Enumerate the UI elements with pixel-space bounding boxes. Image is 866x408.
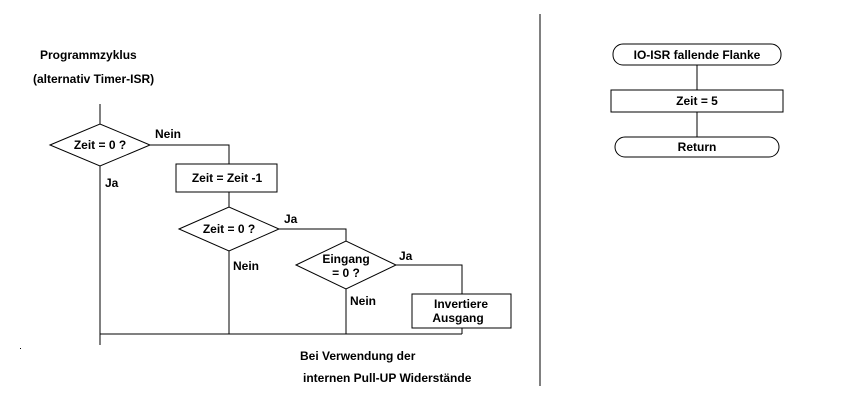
start-io-isr-label: IO-ISR fallende Flanke [634,48,761,62]
end-return [614,136,780,158]
left-connectors [99,104,463,345]
decision3-yes-label: Ja [399,249,413,263]
decision-eingang-label-line2: = 0 ? [332,266,360,280]
decision-zeit-null-1-label: Zeit = 0 ? [74,138,126,152]
process-zeit-decrement [175,163,278,193]
start-io-isr [612,43,782,66]
process-zeit-decrement-label: Zeit = Zeit -1 [192,171,263,185]
stray-dot [20,348,21,349]
decision1-yes-label: Ja [105,176,119,190]
process-invertiere-ausgang [411,293,512,329]
decision-eingang-label-line1: Eingang [322,252,369,266]
decision1-no-label: Nein [155,127,181,141]
decision2-no-label: Nein [233,259,259,273]
left-title-line2: (alternativ Timer-ISR) [33,72,154,86]
decision-zeit-null-1 [48,123,152,167]
left-title-line1: Programmzyklus [40,48,137,62]
process-zeit-set [610,89,784,113]
process-zeit-set-label: Zeit = 5 [676,94,718,108]
decision-zeit-null-2-label: Zeit = 0 ? [203,222,255,236]
decision2-yes-label: Ja [284,212,298,226]
process-invertiere-label-line1: Invertiere [434,297,488,311]
note-line2: internen Pull-UP Widerstände [303,371,472,385]
decision-zeit-null-2 [177,206,281,252]
decision3-no-label: Nein [350,294,376,308]
end-return-label: Return [678,140,717,154]
process-invertiere-label-line2: Ausgang [432,311,483,325]
note-line1: Bei Verwendung der [300,349,416,363]
decision-eingang-null [294,240,398,290]
